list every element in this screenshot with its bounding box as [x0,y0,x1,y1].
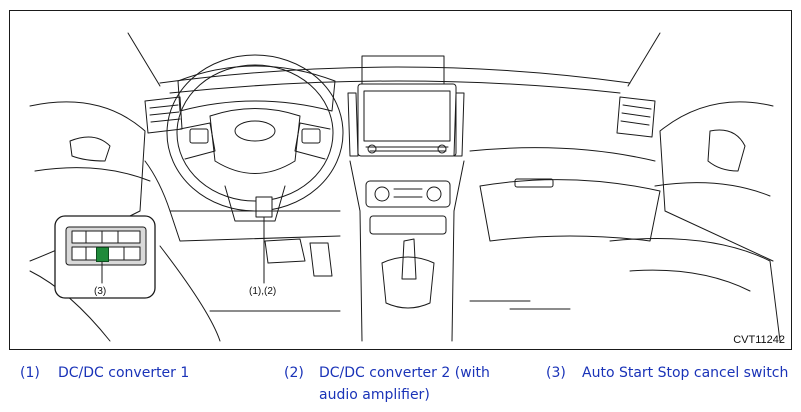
center-display-screen [363,90,451,142]
dc-dc-converter-unit [255,196,273,218]
floor-right [469,300,571,310]
instrument-cluster-hood [177,65,336,112]
display-knob-right [437,144,447,154]
legend-text-2: DC/DC converter 2 (with [319,365,490,381]
dashboard-illustration: (3) (1),(2) CVT11242 [9,10,792,350]
steering-spoke-left [179,122,216,160]
steering-spoke-right [294,122,331,160]
pedal-accelerator [309,242,333,277]
legend-text-1: DC/DC converter 1 [58,365,190,381]
right-air-vent [616,96,656,138]
console-tray [369,215,447,235]
steering-left-buttons [189,128,209,144]
climate-knob-right [426,186,442,202]
glovebox-handle [514,178,554,188]
right-door-trim [654,182,771,197]
left-door-trim [34,167,151,182]
legend-number-2: (2) [284,365,304,381]
center-display-buttons [365,146,449,152]
gear-shifter [401,238,417,280]
auto-start-stop-switch-highlight [96,247,109,262]
center-vent-right [453,92,465,157]
floor-left [159,245,221,342]
climate-buttons [393,188,423,198]
windshield-right-pillar [627,32,661,87]
figure-code: CVT11242 [733,334,785,346]
steering-column [224,185,286,222]
pedal-brake [264,238,306,264]
left-vent-slats [149,104,181,123]
shifter-base [381,256,435,309]
seat-contour [629,269,751,292]
center-display [357,83,457,157]
dash-top-line [159,66,631,84]
display-knob-left [367,144,377,154]
climate-knob-left [374,186,390,202]
lower-dash-left [144,160,341,212]
steering-wheel-hub [209,108,301,174]
callout-label-3: (3) [94,286,107,297]
dash-top-line-2 [169,80,621,94]
legend-text-2-cont: audio amplifier) [319,387,430,403]
legend: (1) DC/DC converter 1 (2) DC/DC converte… [0,360,801,412]
climate-control-panel [365,180,451,208]
center-vent-left [347,92,359,157]
windshield-left-pillar [127,32,161,87]
right-door-panel [659,101,774,262]
steering-right-buttons [301,128,321,144]
knee-panel [169,210,341,242]
steering-wheel-rim-inner [176,64,334,202]
legend-text-3: Auto Start Stop cancel switch [582,365,789,381]
passenger-dash [469,147,656,162]
legend-number-1: (1) [20,365,40,381]
callout-label-1-2: (1),(2) [249,286,277,297]
steering-logo [234,120,276,142]
center-stack [349,160,465,342]
inset-switch-dividers [85,230,125,261]
legend-number-3: (3) [546,365,566,381]
right-vent-slats [620,104,652,126]
inset-switch-row-top [71,230,141,244]
passenger-seat [609,238,781,342]
right-door-handle [707,129,746,172]
glovebox [479,179,661,242]
center-display-top [361,55,445,85]
dashboard-line-drawing [29,32,781,342]
left-door-handle [69,136,111,162]
